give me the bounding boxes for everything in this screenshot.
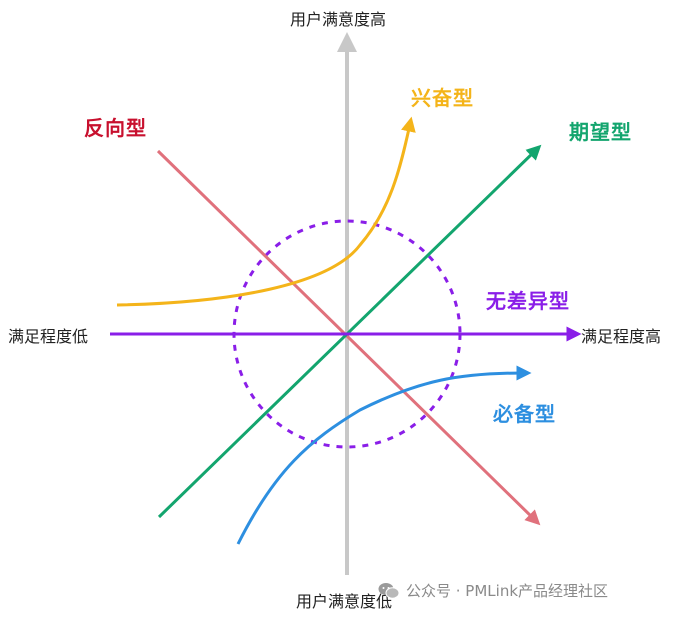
- label-indifferent: 无差异型: [486, 289, 570, 313]
- excitement-curve: [116, 116, 416, 307]
- axis-label-right: 满足程度高: [581, 327, 662, 346]
- label-must-be: 必备型: [493, 402, 556, 426]
- label-excitement: 兴奋型: [411, 86, 474, 110]
- axis-label-top: 用户满意度高: [290, 10, 387, 29]
- wechat-icon: [378, 582, 400, 599]
- axis-label-bottom: 用户满意度低: [296, 592, 393, 611]
- axis-label-left: 满足程度低: [8, 327, 89, 346]
- must-be-curve: [236, 365, 532, 545]
- label-reverse: 反向型: [84, 116, 147, 140]
- watermark-text: 公众号 · PMLink产品经理社区: [406, 582, 609, 600]
- watermark: 公众号 · PMLink产品经理社区: [378, 580, 608, 601]
- label-expected: 期望型: [569, 120, 632, 144]
